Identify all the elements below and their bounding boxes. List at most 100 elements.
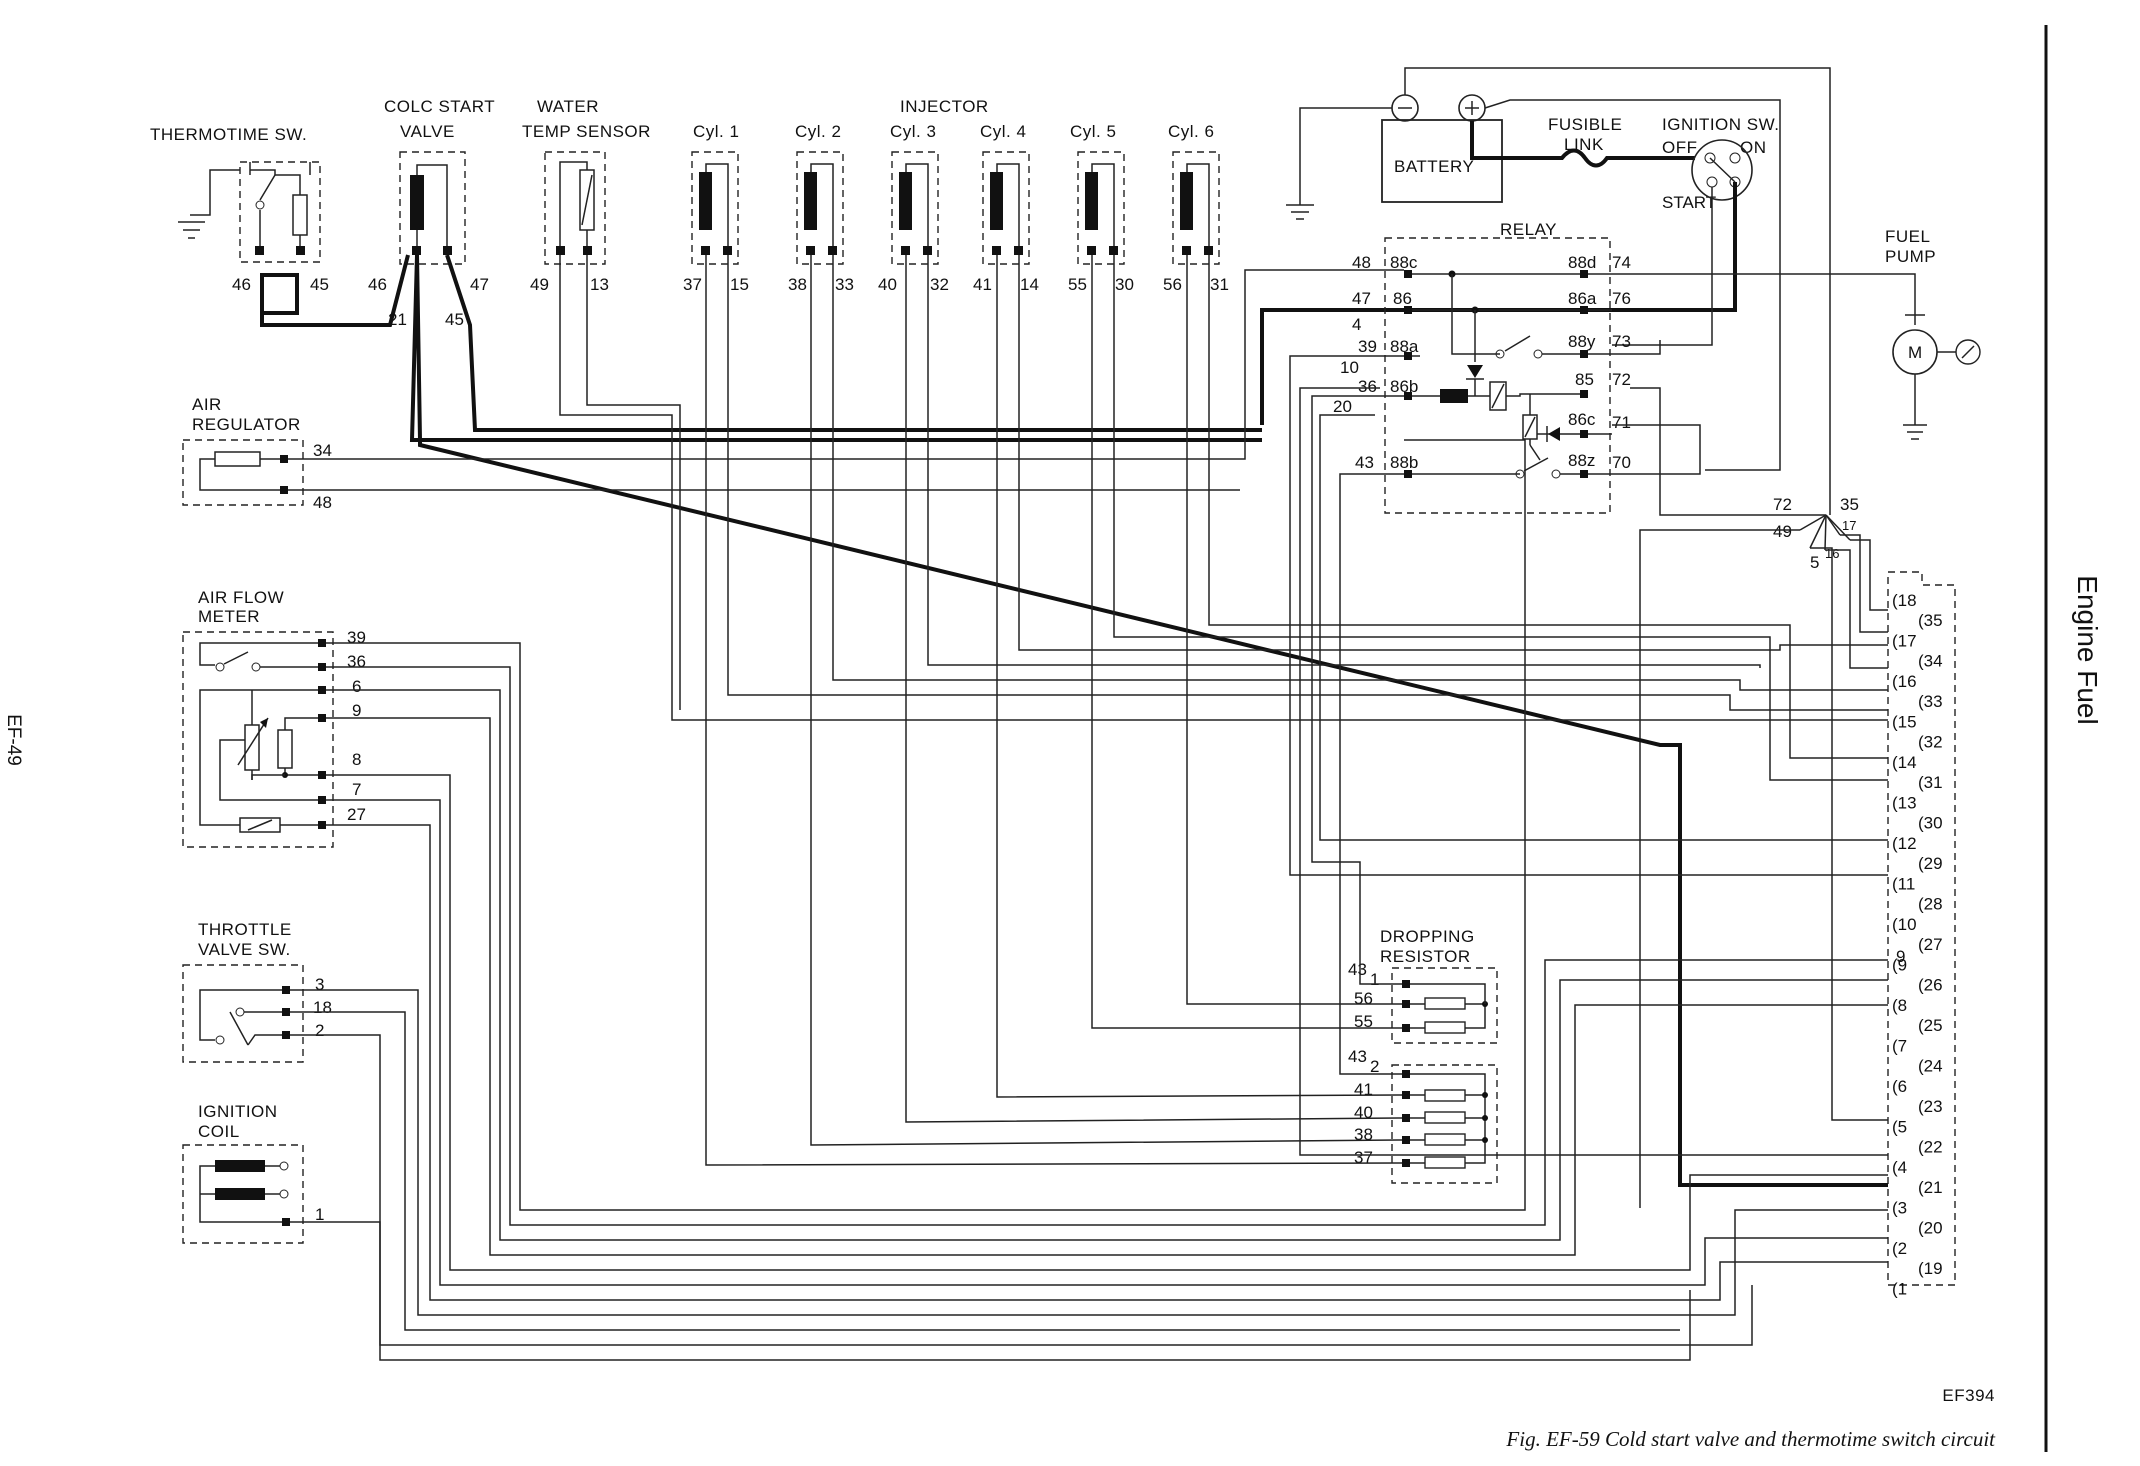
fuel-pump-motor-letter: M [1908,343,1923,362]
drop1-sub-1: 1 [1370,970,1379,989]
cyl6-label: Cyl. 6 [1168,122,1214,141]
relay-out-4: 4 [1352,315,1361,334]
cyl3-pin-b: 32 [930,275,949,294]
thermotime-pin-46: 46 [232,275,251,294]
ignition-coil: IGNITION COIL 1 [182,1102,324,1244]
thermotime-pin-45: 45 [310,275,329,294]
throttle-valve-switch: THROTTLE VALVE SW. 3 18 2 [182,920,332,1063]
cyl5-pin-a: 55 [1068,275,1087,294]
tvs-label-1: THROTTLE [198,920,292,939]
injector-cyl1: Cyl. 1 37 15 [683,122,749,294]
cyl6-pin-a: 56 [1163,275,1182,294]
coil-label-2: COIL [198,1122,240,1141]
wire-bundle [260,254,1888,1361]
relay-in-86c: 86c [1568,410,1596,429]
tvs-pin-18: 18 [313,998,332,1017]
relay-out-74: 74 [1612,253,1631,272]
csv-pin-46: 46 [368,275,387,294]
afm-label-1: AIR FLOW [198,588,284,607]
side-title: Engine Fuel [2072,575,2103,724]
csv-pin-47: 47 [470,275,489,294]
cyl1-pin-b: 15 [730,275,749,294]
ignition-off: OFF [1662,138,1698,157]
ecu-right-column: (35(34(33(32(31(30(29(28(27(26(25(24(23(… [1918,611,1943,1278]
cyl2-label: Cyl. 2 [795,122,841,141]
relay-out-73: 73 [1612,332,1631,351]
ecu-pin-left-8: (8 [1892,996,1907,1015]
relay-in-86a: 86a [1568,289,1597,308]
junction-72: 72 [1773,495,1792,514]
air-reg-pin-48: 48 [313,493,332,512]
injector-cyl5: Cyl. 5 55 30 [1068,122,1134,294]
cyl3-pin-a: 40 [878,275,897,294]
afm-pin-7: 7 [352,780,361,799]
relay-out-76: 76 [1612,289,1631,308]
air-reg-label-1: AIR [192,395,222,414]
battery: BATTERY [1286,67,1831,515]
ignition-start: START [1662,193,1716,212]
figure-code: EF394 [1942,1386,1995,1405]
ecu-pin-right-19: (19 [1918,1259,1943,1278]
drop1-pin-43: 43 [1348,960,1367,979]
relay-in-88b: 88b [1390,453,1418,472]
junction-49: 49 [1773,522,1792,541]
relay-out-43: 43 [1355,453,1374,472]
injector-cyl6: Cyl. 6 56 31 [1163,122,1229,294]
ecu-pin-left-4: (4 [1892,1158,1907,1177]
drop2-sub-2: 2 [1370,1057,1379,1076]
cyl5-label: Cyl. 5 [1070,122,1116,141]
coil-pin-1: 1 [315,1205,324,1224]
ecu-pin-left-9: (9 [1892,956,1907,975]
relay-out-10: 10 [1340,358,1359,377]
relay-label: RELAY [1500,220,1557,239]
injector-cyl3: Cyl. 3 40 32 [878,122,949,294]
thermotime-switch: THERMOTIME SW. 46 45 [150,125,329,315]
ecu-pin-right-27: (27 [1918,935,1943,954]
relay-in-88z: 88z [1568,451,1595,470]
ecu-left-column: (18(17(16(15(14(13(12(11(10(9(8(7(6(5(4(… [1892,591,1917,1299]
afm-pin-8: 8 [352,750,361,769]
tvs-pin-3: 3 [315,975,324,994]
ecu-pin-left-1: (1 [1892,1280,1907,1299]
csv-label-2: VALVE [400,122,455,141]
ecu-pin-left-17: (17 [1892,632,1917,651]
fuel-pump: FUEL PUMP M [1588,227,1981,440]
injector-cyl2: Cyl. 2 38 33 [788,122,854,294]
csv-label-1: COLC START [384,97,495,116]
drop2-pin-38: 38 [1354,1125,1373,1144]
tvs-label-2: VALVE SW. [198,940,291,959]
ecu-pin-right-32: (32 [1918,733,1943,752]
ecu-pin-left-7: (7 [1892,1037,1907,1056]
afm-pin-9: 9 [352,701,361,720]
relay-in-86: 86 [1393,289,1412,308]
water-temp-sensor: WATER TEMP SENSOR 49 13 [522,97,650,294]
air-regulator: AIR REGULATOR 34 48 [182,395,332,512]
relay-out-72: 72 [1612,370,1631,389]
relay: RELAY 48 88c 47 86 4 39 88a 10 36 86b 20… [1333,220,1631,514]
ecu-pin-left-18: (18 [1892,591,1917,610]
csv-pin-45: 45 [445,310,464,329]
ignition-on: ON [1740,138,1767,157]
ecu-pin-right-31: (31 [1918,773,1943,792]
wts-pin-13: 13 [590,275,609,294]
ecu-pin-right-25: (25 [1918,1016,1943,1035]
tvs-pin-2: 2 [315,1021,324,1040]
ecu-connector: (18(17(16(15(14(13(12(11(10(9(8(7(6(5(4(… [1887,571,1956,1299]
ecu-pin-left-3: (3 [1892,1199,1907,1218]
relay-out-39: 39 [1358,337,1377,356]
junction-17: 17 [1842,518,1856,533]
afm-pin-27: 27 [347,805,366,824]
relay-in-88d: 88d [1568,253,1596,272]
air-reg-label-2: REGULATOR [192,415,301,434]
relay-out-48: 48 [1352,253,1371,272]
cyl5-pin-b: 30 [1115,275,1134,294]
afm-pin-36: 36 [347,652,366,671]
afm-label-2: METER [198,607,260,626]
cyl6-pin-b: 31 [1210,275,1229,294]
drop2-pin-40: 40 [1354,1103,1373,1122]
junction-5: 5 [1810,553,1819,572]
ecu-pin-right-23: (23 [1918,1097,1943,1116]
fuel-pump-label-1: FUEL [1885,227,1930,246]
relay-in-88c: 88c [1390,253,1418,272]
